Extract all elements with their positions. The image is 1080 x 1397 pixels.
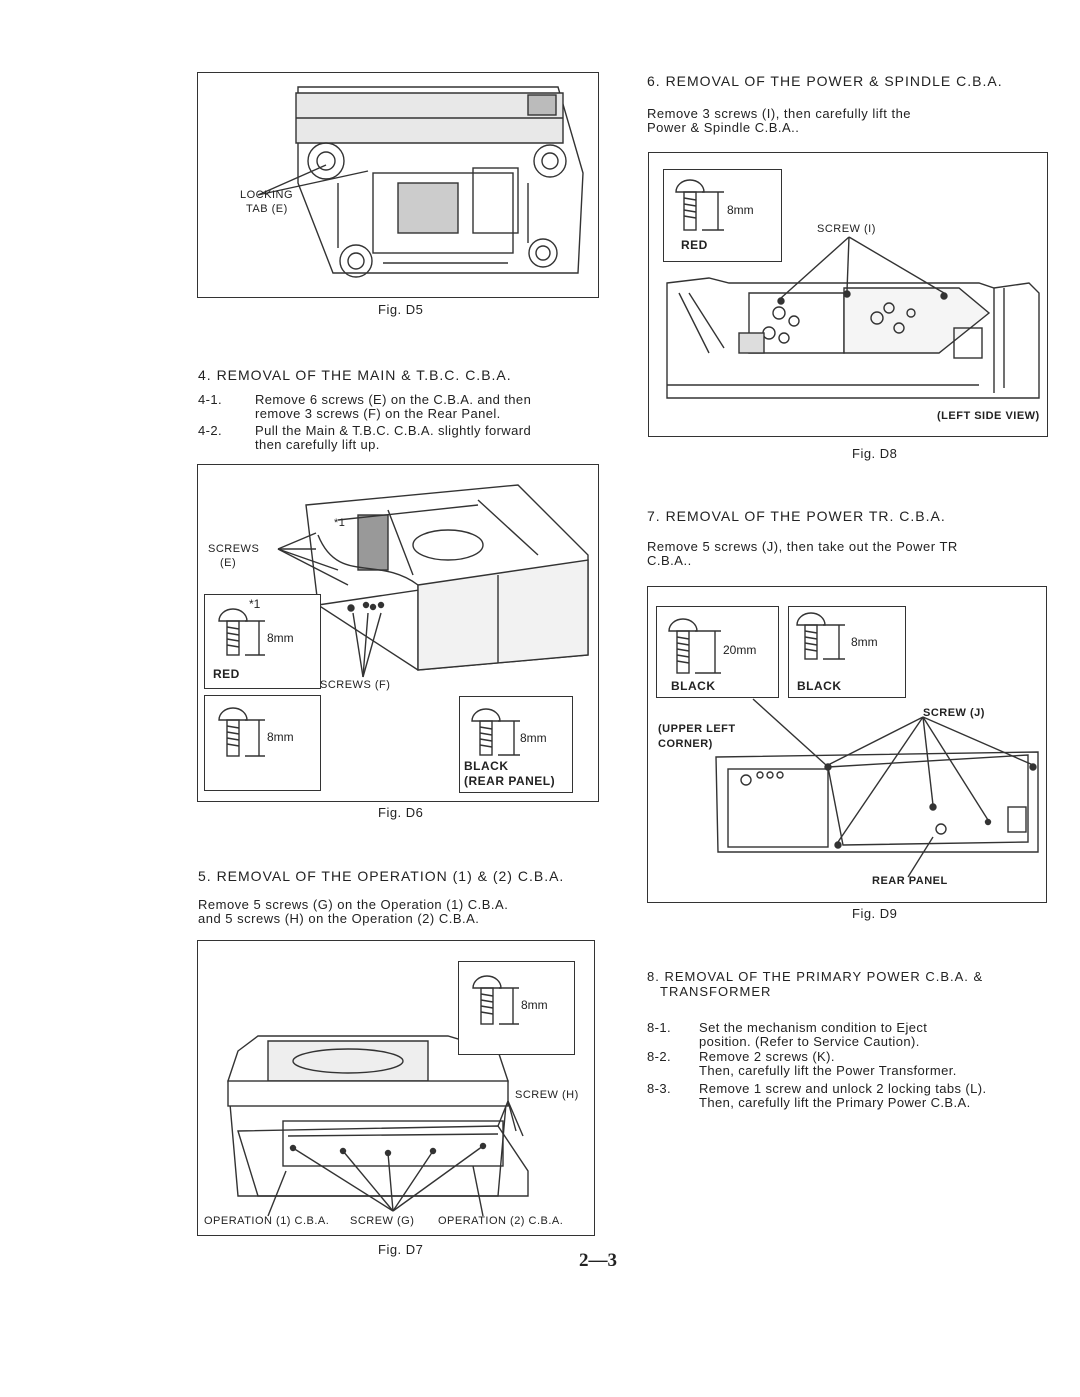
- screw-length: 8mm: [727, 203, 754, 217]
- screw-color: BLACK: [671, 679, 716, 693]
- screw-mark: *1: [249, 597, 261, 611]
- step-number: 8-3.: [647, 1081, 672, 1096]
- screw-color: RED: [681, 238, 708, 252]
- step-number: 8-2.: [647, 1049, 672, 1064]
- section-5-heading: 5. REMOVAL OF THE OPERATION (1) & (2) C.…: [198, 868, 565, 884]
- screw-note: (REAR PANEL): [464, 774, 556, 788]
- operation-cba-illustration: [227, 1035, 529, 1217]
- rear-panel-label: REAR PANEL: [872, 875, 948, 887]
- upper-left-corner-label-line1: (UPPER LEFT: [658, 723, 736, 735]
- text-line: and 5 screws (H) on the Operation (2) C.…: [198, 911, 480, 926]
- screw-length: 20mm: [723, 643, 757, 657]
- figure-d9: 20mm BLACK 8mm BLACK: [647, 586, 1047, 903]
- screw-i-label: SCREW (I): [817, 223, 876, 235]
- step-text-line: Then, carefully lift the Primary Power C…: [699, 1095, 971, 1110]
- screws-e-label-line2: (E): [220, 557, 237, 569]
- text-line: Power & Spindle C.B.A..: [647, 120, 800, 135]
- screw-color: BLACK: [797, 679, 842, 693]
- screw-icon: [796, 612, 845, 660]
- screw-icon: [218, 707, 265, 757]
- star1-label: *1: [334, 517, 346, 529]
- screw-icon: [471, 708, 520, 756]
- step-text-line: Remove 2 screws (K).: [699, 1049, 835, 1064]
- screw-icon: [675, 179, 724, 231]
- step-text-line: Remove 1 screw and unlock 2 locking tabs…: [699, 1081, 987, 1096]
- screw-length: 8mm: [267, 730, 294, 744]
- step-text-line: Remove 6 screws (E) on the C.B.A. and th…: [255, 392, 532, 407]
- text-line: Remove 5 screws (G) on the Operation (1)…: [198, 897, 509, 912]
- section-8-heading: 8. REMOVAL OF THE PRIMARY POWER C.B.A. &…: [647, 969, 983, 999]
- screw-spec-red: *1 8mm RED: [204, 594, 321, 689]
- step-number: 4-2.: [198, 423, 223, 438]
- power-spindle-cba-illustration: [666, 236, 1040, 399]
- step-text-line: Set the mechanism condition to Eject: [699, 1020, 928, 1035]
- figure-d6: SCREWS (E) *1 SCREWS (F) *1 8mm RED: [197, 464, 599, 802]
- text-line: Remove 3 screws (I), then carefully lift…: [647, 106, 912, 121]
- locking-tab-label-line2: TAB (E): [246, 203, 288, 215]
- fig-d7-caption: Fig. D7: [378, 1242, 424, 1257]
- heading-line: 8. REMOVAL OF THE PRIMARY POWER C.B.A. &: [647, 969, 984, 984]
- step-text-line: position. (Refer to Service Caution).: [699, 1034, 920, 1049]
- screw-j-label: SCREW (J): [923, 707, 985, 719]
- fig-d9-caption: Fig. D9: [852, 906, 898, 921]
- screw-icon: [472, 975, 519, 1025]
- device-bottom-view-illustration: [257, 86, 584, 278]
- main-tbc-cba-illustration: [277, 484, 589, 678]
- screw-length: 8mm: [267, 631, 294, 645]
- step-text-line: then carefully lift up.: [255, 437, 380, 452]
- screw-spec-d7: 8mm: [458, 961, 575, 1055]
- locking-tab-label-line1: LOCKING: [240, 189, 294, 201]
- text-line: C.B.A..: [647, 553, 692, 568]
- step-number: 4-1.: [198, 392, 223, 407]
- heading-line: TRANSFORMER: [660, 984, 772, 999]
- fig-d8-caption: Fig. D8: [852, 446, 898, 461]
- screw-color: RED: [213, 667, 240, 681]
- screw-g-label: SCREW (G): [350, 1215, 415, 1227]
- section-6-text: Remove 3 screws (I), then carefully lift…: [647, 107, 1052, 135]
- step-4-1: 4-1. Remove 6 screws (E) on the C.B.A. a…: [198, 393, 608, 421]
- screw-h-label: SCREW (H): [515, 1089, 579, 1101]
- figure-d7: 8mm SCREW (H) OPERATION (1) C.B.A. SCREW…: [197, 940, 595, 1236]
- screw-spec-d8: 8mm RED: [663, 169, 782, 262]
- screw-length: 8mm: [521, 998, 548, 1012]
- step-text-line: remove 3 screws (F) on the Rear Panel.: [255, 406, 501, 421]
- section-5-text: Remove 5 screws (G) on the Operation (1)…: [198, 898, 608, 926]
- section-4-heading: 4. REMOVAL OF THE MAIN & T.B.C. C.B.A.: [198, 367, 512, 383]
- power-tr-cba-illustration: [715, 698, 1039, 878]
- screw-length: 8mm: [520, 731, 547, 745]
- step-text-line: Pull the Main & T.B.C. C.B.A. slightly f…: [255, 423, 532, 438]
- upper-left-corner-label-line2: CORNER): [658, 738, 713, 750]
- fig-d6-caption: Fig. D6: [378, 805, 424, 820]
- screw-length: 8mm: [851, 635, 878, 649]
- figure-d5: LOCKING TAB (E): [197, 72, 599, 298]
- screw-spec-8mm: 8mm BLACK: [788, 606, 906, 698]
- figure-d8: 8mm RED SCREW (I) (LEFT SIDE VIEW): [648, 152, 1048, 437]
- screw-icon: [218, 608, 265, 656]
- operation-1-label: OPERATION (1) C.B.A.: [204, 1215, 330, 1227]
- screw-spec-black-rear-panel: 8mm BLACK (REAR PANEL): [459, 696, 573, 793]
- step-4-2: 4-2. Pull the Main & T.B.C. C.B.A. sligh…: [198, 424, 608, 452]
- step-8-1: 8-1. Set the mechanism condition to Ejec…: [647, 1021, 1052, 1049]
- section-7-text: Remove 5 screws (J), then take out the P…: [647, 540, 1052, 568]
- screw-spec-20mm: 20mm BLACK: [656, 606, 779, 698]
- section-7-heading: 7. REMOVAL OF THE POWER TR. C.B.A.: [647, 508, 946, 524]
- step-text-line: Then, carefully lift the Power Transform…: [699, 1063, 957, 1078]
- step-number: 8-1.: [647, 1020, 672, 1035]
- page-number: 2—3: [579, 1250, 617, 1271]
- screws-e-label-line1: SCREWS: [208, 543, 260, 555]
- operation-2-label: OPERATION (2) C.B.A.: [438, 1215, 564, 1227]
- left-side-view-label: (LEFT SIDE VIEW): [937, 410, 1040, 422]
- screw-icon: [668, 618, 721, 674]
- step-8-2: 8-2. Remove 2 screws (K). Then, carefull…: [647, 1050, 1052, 1078]
- screw-spec-plain: 8mm: [204, 695, 321, 791]
- text-line: Remove 5 screws (J), then take out the P…: [647, 539, 958, 554]
- screw-color: BLACK: [464, 759, 509, 773]
- step-8-3: 8-3. Remove 1 screw and unlock 2 locking…: [647, 1082, 1052, 1110]
- screws-f-label: SCREWS (F): [320, 679, 391, 691]
- section-6-heading: 6. REMOVAL OF THE POWER & SPINDLE C.B.A.: [647, 73, 1003, 89]
- fig-d5-caption: Fig. D5: [378, 302, 424, 317]
